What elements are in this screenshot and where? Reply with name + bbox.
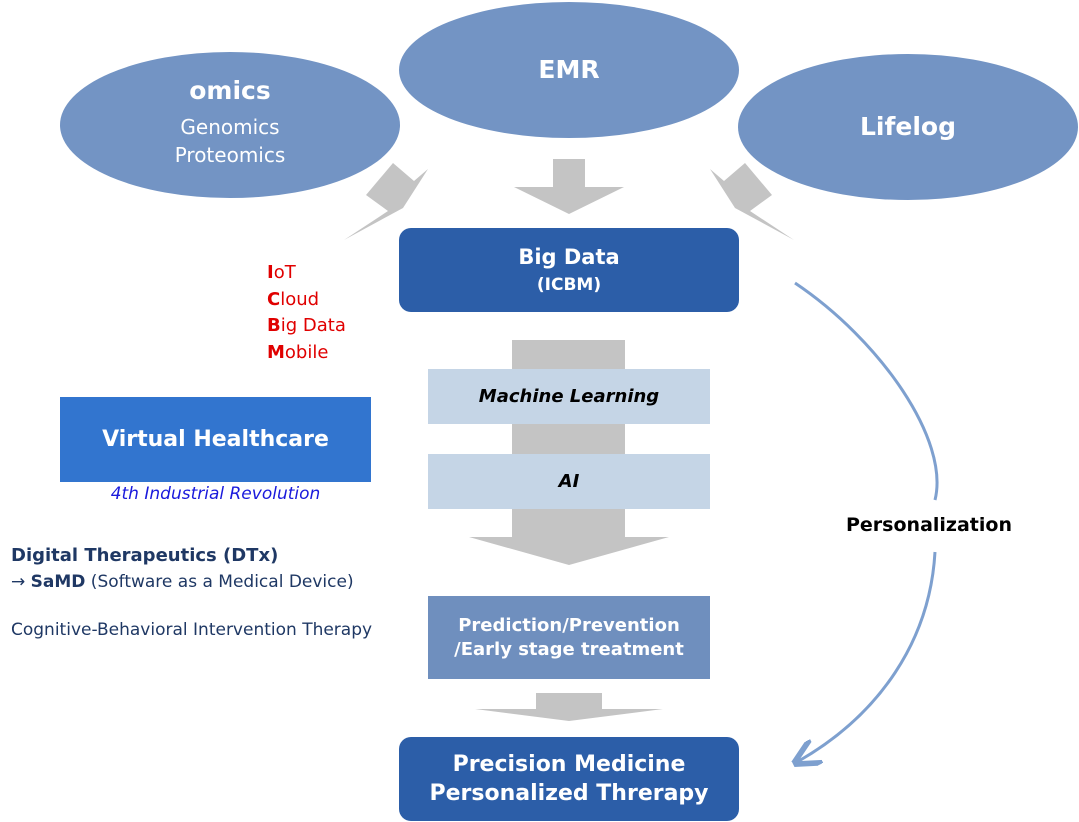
icbm-item-mobile: Mobile [267,341,329,363]
omics-line-genomics: Genomics [180,115,280,139]
arrow-emr-to-bigdata [514,159,624,214]
emr-ellipse [399,2,739,138]
samd-description: (Software as a Medical Device) [85,572,354,592]
lifelog-title: Lifelog [860,112,956,141]
prediction-box: Prediction/Prevention /Early stage treat… [428,596,710,679]
samd-arrow: → [11,572,26,592]
virtual-healthcare-box: Virtual Healthcare [60,397,371,482]
ai-box: AI [428,454,710,509]
personalization-label: Personalization [846,514,1012,536]
prediction-line1: Prediction/Prevention [458,614,680,636]
ai-label: AI [558,471,580,492]
prediction-line2: /Early stage treatment [454,638,684,660]
big-data-title: Big Data [518,245,620,269]
big-data-subtitle: (ICBM) [536,275,602,295]
omics-ellipse [60,52,400,198]
cbt-line: Cognitive-Behavioral Intervention Therap… [11,620,373,640]
samd-bold: SaMD [30,572,86,592]
virtual-healthcare-title: Virtual Healthcare [102,427,329,452]
omics-label-group: omics Genomics Proteomics [130,76,330,169]
big-data-box: Big Data (ICBM) [399,228,739,312]
emr-title: EMR [538,55,600,84]
arrow-lifelog-to-bigdata [710,163,794,240]
precision-medicine-box: Precision Medicine Personalized Threrapy [399,737,739,821]
icbm-item-iot: IoT [267,262,296,283]
samd-line: → SaMD (Software as a Medical Device) [11,572,354,592]
dtx-title: Digital Therapeutics (DTx) [11,545,279,566]
icbm-item-bigdata: Big Data [267,315,346,336]
omics-line-proteomics: Proteomics [174,143,286,167]
arrow-prediction-to-outcome [475,693,663,721]
icbm-item-cloud: Cloud [267,288,320,310]
machine-learning-box: Machine Learning [428,369,710,424]
precision-medicine-line2: Personalized Threrapy [429,781,709,806]
personalization-curve-lower [797,551,937,762]
personalization-curve [794,281,939,501]
lifelog-ellipse [738,54,1078,200]
arrow-omics-to-bigdata [344,163,428,240]
omics-title: omics [189,76,271,105]
industrial-revolution-caption: 4th Industrial Revolution [110,484,321,504]
machine-learning-label: Machine Learning [478,386,660,407]
icbm-list: IoT Cloud Big Data Mobile [267,260,346,366]
precision-medicine-line1: Precision Medicine [452,752,686,777]
